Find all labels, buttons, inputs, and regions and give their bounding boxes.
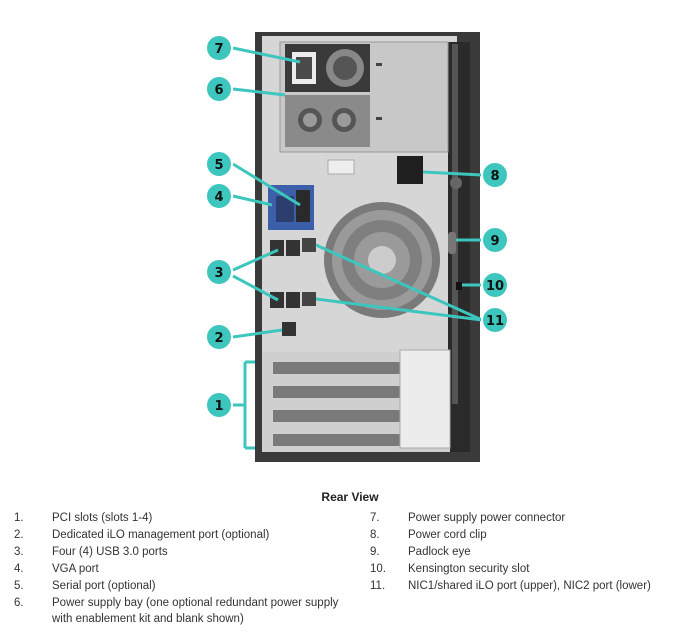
svg-text:4: 4 bbox=[214, 190, 223, 205]
legend-left: 1. PCI slots (slots 1-4) 2. Dedicated iLO … bbox=[14, 510, 359, 628]
callout-7: 7 bbox=[205, 34, 233, 62]
legend-right: 7. Power supply power connector 8. Power c… bbox=[370, 510, 695, 595]
legend-item: 7. Power supply power connector bbox=[370, 510, 695, 526]
legend-item: 1. PCI slots (slots 1-4) bbox=[14, 510, 359, 526]
label-sticker bbox=[327, 159, 355, 175]
thumbscrew bbox=[450, 177, 462, 189]
svg-text:7: 7 bbox=[214, 42, 223, 57]
legend-number: 6. bbox=[14, 597, 24, 609]
svg-text:8: 8 bbox=[490, 169, 499, 184]
power-supply-blank bbox=[285, 95, 370, 147]
callout-5: 5 bbox=[205, 150, 233, 178]
legend-item: 9. Padlock eye bbox=[370, 544, 695, 560]
legend-text: Four (4) USB 3.0 ports bbox=[52, 546, 168, 558]
callout-4: 4 bbox=[205, 182, 233, 210]
svg-text:2: 2 bbox=[214, 331, 223, 346]
legend-item: 10. Kensington security slot bbox=[370, 561, 695, 577]
svg-text:11: 11 bbox=[486, 314, 504, 329]
svg-text:6: 6 bbox=[214, 83, 223, 98]
padlock-eye bbox=[448, 232, 456, 254]
svg-text:10: 10 bbox=[486, 279, 504, 294]
legend-text: Kensington security slot bbox=[408, 563, 530, 575]
server-rear-view-diagram: 7 6 5 4 3 2 1 8 9 10 11 bbox=[205, 32, 509, 462]
legend-item: 2. Dedicated iLO management port (optiona… bbox=[14, 527, 359, 543]
callout-10: 10 bbox=[481, 271, 509, 299]
legend-item: 6. Power supply bay (one optional redunda… bbox=[14, 595, 359, 627]
kensington-slot bbox=[456, 282, 462, 290]
power-supply-area bbox=[279, 41, 449, 153]
svg-text:1: 1 bbox=[214, 399, 223, 414]
vga-port bbox=[276, 196, 294, 222]
legend-number: 4. bbox=[14, 563, 24, 575]
usb-port bbox=[286, 240, 300, 256]
legend-number: 5. bbox=[14, 580, 24, 592]
pci-slot-area bbox=[262, 349, 451, 452]
legend-number: 9. bbox=[370, 546, 380, 558]
leader-lines bbox=[228, 46, 483, 450]
legend-item: 3. Four (4) USB 3.0 ports bbox=[14, 544, 359, 560]
fan-grill bbox=[324, 202, 440, 318]
legend-item: 11. NIC1/shared iLO port (upper), NIC2 po… bbox=[370, 578, 695, 594]
callout-11: 11 bbox=[481, 306, 509, 334]
legend-text: Dedicated iLO management port (optional) bbox=[52, 529, 270, 541]
callout-9: 9 bbox=[481, 226, 509, 254]
usb-port bbox=[286, 292, 300, 308]
legend-number: 1. bbox=[14, 512, 24, 524]
legend-text: PCI slots (slots 1-4) bbox=[52, 512, 153, 524]
legend-item: 5. Serial port (optional) bbox=[14, 578, 359, 594]
nic2-port bbox=[302, 292, 316, 306]
serial-port bbox=[296, 190, 310, 222]
legend-text: Serial port (optional) bbox=[52, 580, 156, 592]
svg-text:3: 3 bbox=[214, 266, 223, 281]
legend-text: Power supply bay (one optional redundant… bbox=[52, 597, 339, 625]
svg-text:9: 9 bbox=[490, 234, 499, 249]
legend-item: 8. Power cord clip bbox=[370, 527, 695, 543]
ilo-port bbox=[282, 322, 296, 336]
legend-number: 7. bbox=[370, 512, 380, 524]
callout-3: 3 bbox=[205, 258, 233, 286]
legend-number: 2. bbox=[14, 529, 24, 541]
diagram-title: Rear View bbox=[321, 490, 379, 504]
legend-item: 4. VGA port bbox=[14, 561, 359, 577]
power-cord-clip bbox=[397, 156, 423, 184]
callout-1: 1 bbox=[205, 391, 233, 419]
legend-number: 3. bbox=[14, 546, 24, 558]
legend-number: 8. bbox=[370, 529, 380, 541]
legend-number: 11. bbox=[370, 580, 386, 592]
legend-text: Power cord clip bbox=[408, 529, 487, 541]
legend-text: Padlock eye bbox=[408, 546, 471, 558]
svg-text:5: 5 bbox=[214, 158, 223, 173]
legend-text: VGA port bbox=[52, 563, 99, 575]
nic1-port bbox=[302, 238, 316, 252]
legend-number: 10. bbox=[370, 563, 386, 575]
callout-2: 2 bbox=[205, 323, 233, 351]
legend-text: NIC1/shared iLO port (upper), NIC2 port … bbox=[408, 580, 651, 592]
legend-text: Power supply power connector bbox=[408, 512, 566, 524]
callout-6: 6 bbox=[205, 75, 233, 103]
callout-8: 8 bbox=[481, 161, 509, 189]
